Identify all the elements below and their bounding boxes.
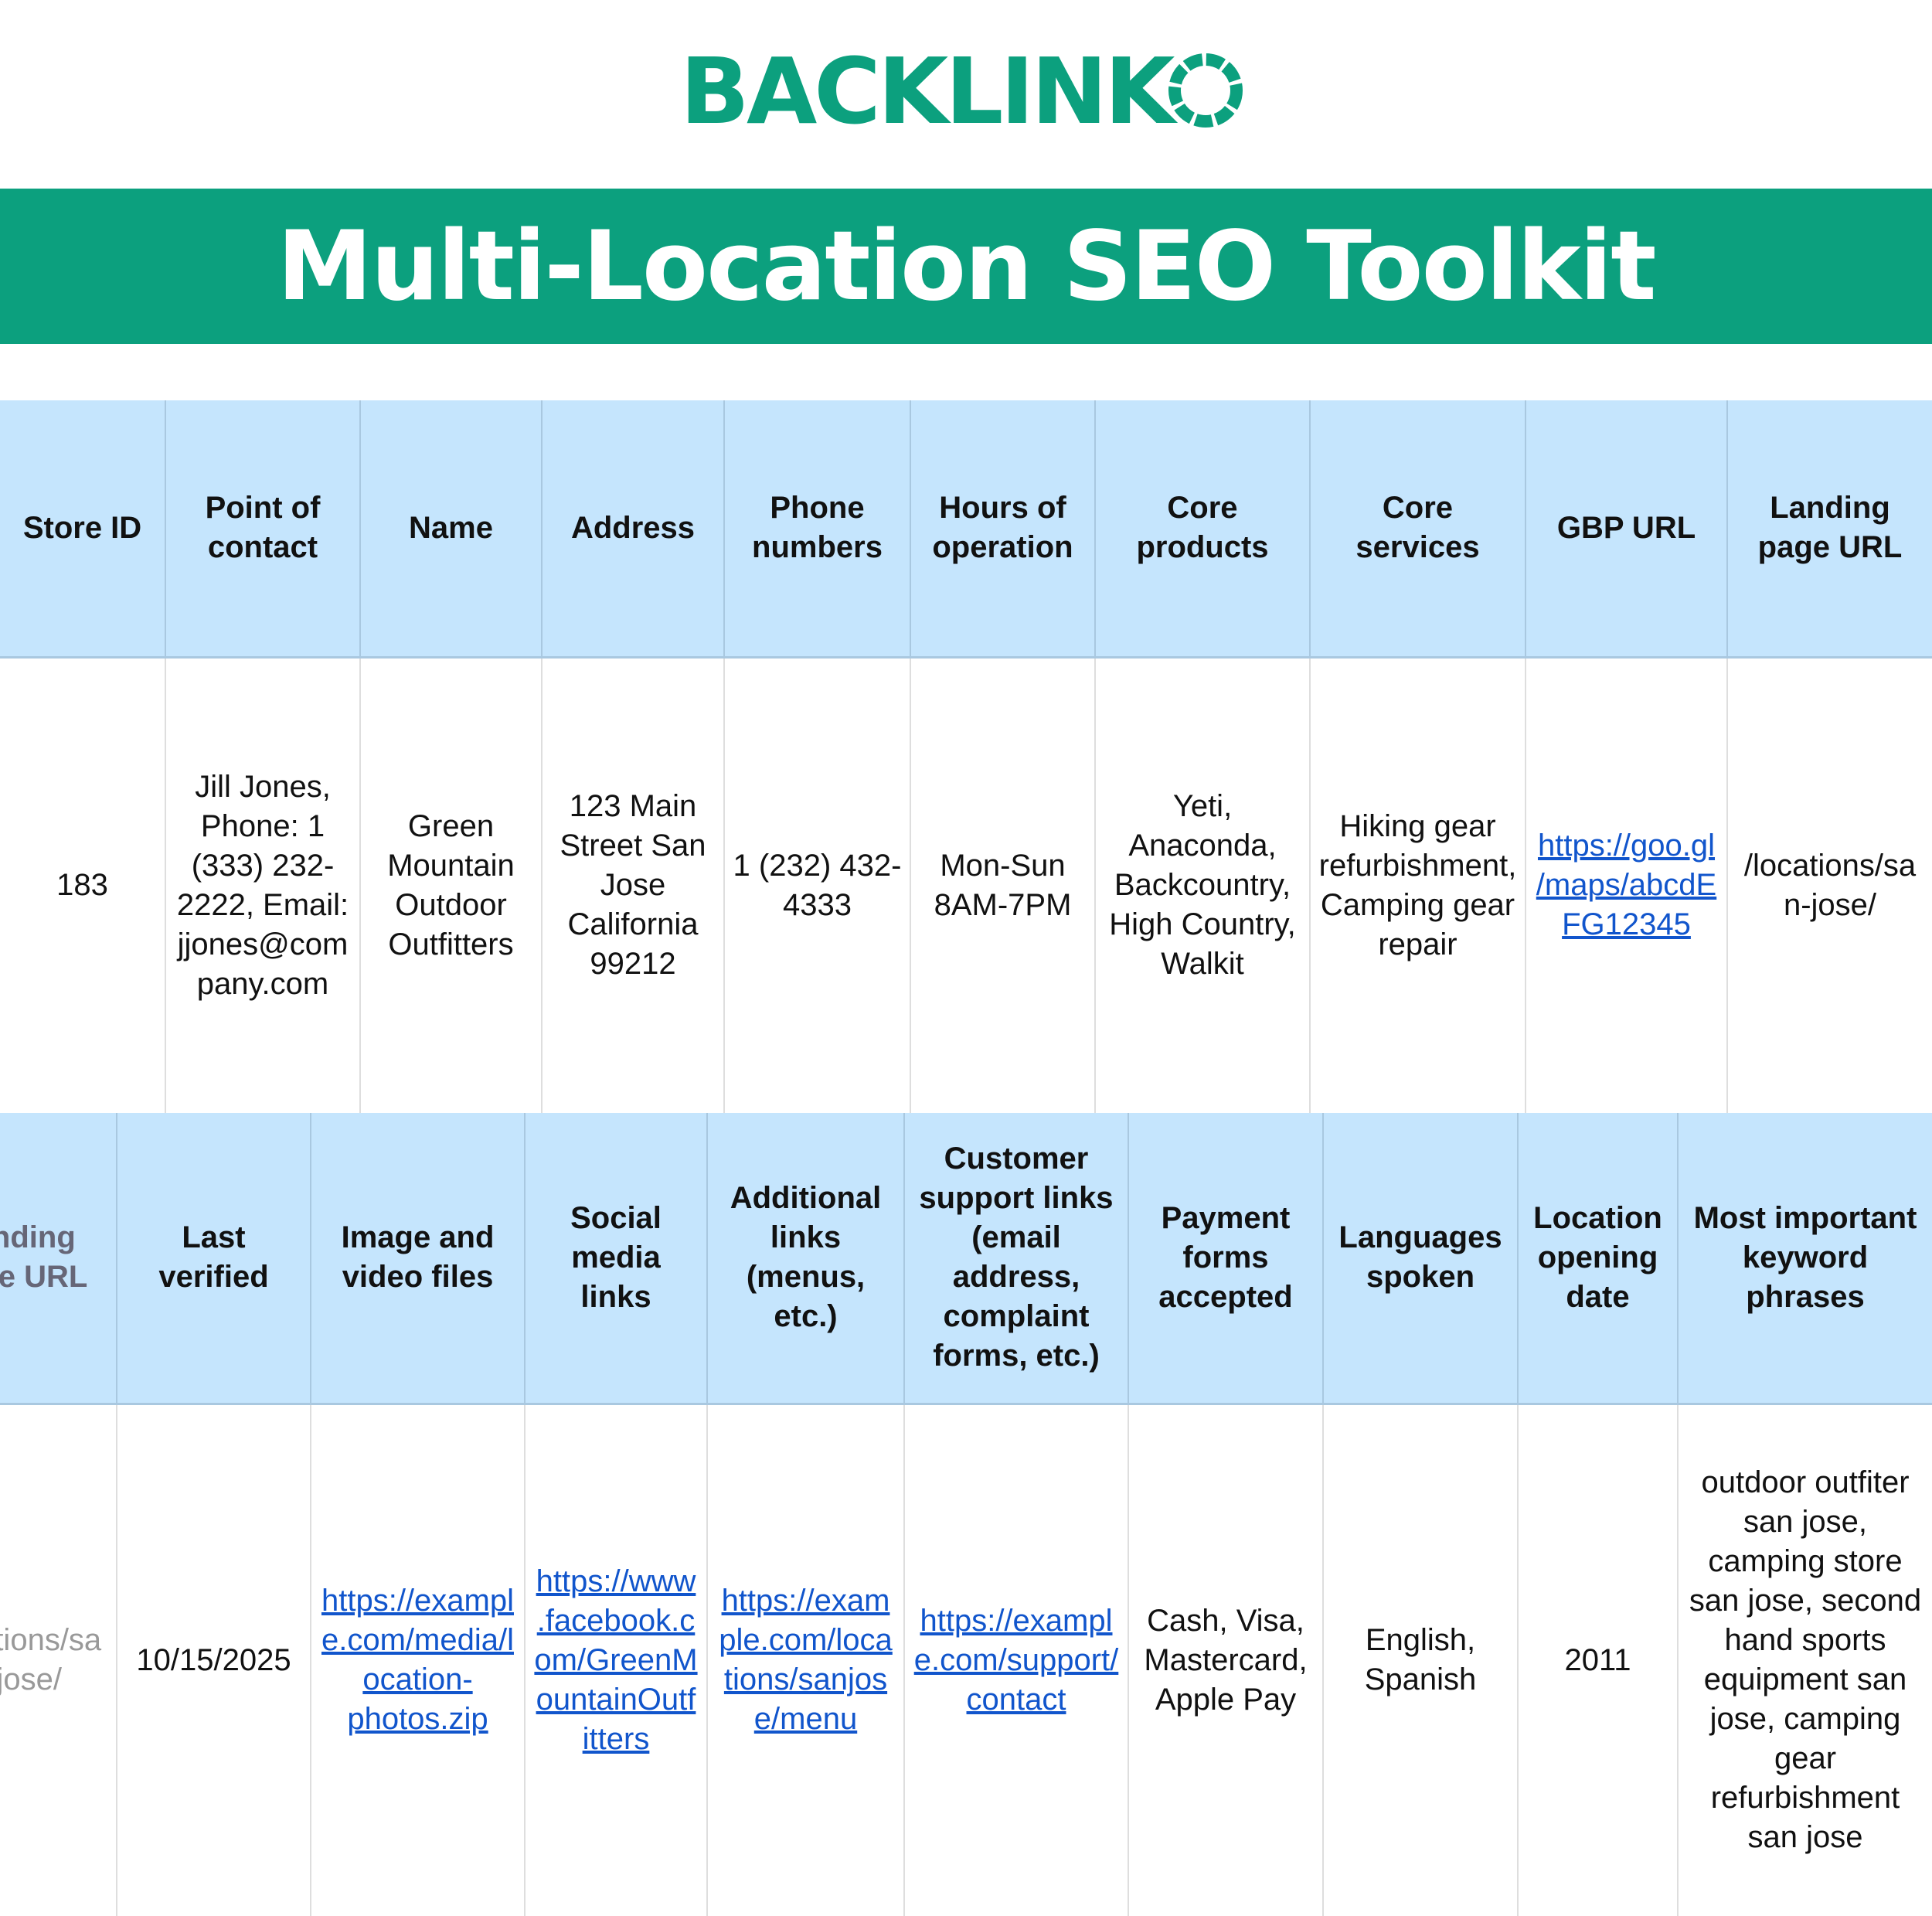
header-store-id: Store ID (0, 400, 165, 659)
logo-image: BACKLINK (680, 38, 1243, 145)
header-address: Address (541, 400, 724, 659)
page-title: Multi-Location SEO Toolkit (277, 210, 1656, 322)
backlinko-logo: BACKLINK (0, 38, 1932, 145)
cell-core-products: Yeti, Anaconda, Backcountry, High Countr… (1094, 657, 1310, 1113)
header-payment-forms: Payment forms accepted (1128, 1113, 1323, 1405)
header-name: Name (359, 400, 542, 659)
cell-languages: English, Spanish (1322, 1404, 1518, 1916)
cell-landing-page-url: /locations/san-jose/ (0, 1623, 102, 1697)
menu-link[interactable]: https://example.com/locations/sanjose/me… (719, 1584, 893, 1737)
header-phone-numbers: Phone numbers (723, 400, 910, 659)
header-gbp-url: GBP URL (1525, 400, 1727, 659)
cell-gbp-url: https://goo.gl/maps/abcdEFG12345 (1525, 657, 1727, 1113)
cell-customer-support-links: https://example.com/support/contact (903, 1404, 1128, 1916)
cell-payment-forms: Cash, Visa, Mastercard, Apple Pay (1128, 1404, 1323, 1916)
title-banner: Multi-Location SEO Toolkit (0, 189, 1932, 344)
location-table-part-1: Store ID Point of contact Name Address P… (0, 400, 1932, 1113)
table-row: 183 Jill Jones, Phone: 1 (333) 232-2222,… (0, 657, 1932, 1113)
cell-opening-date: 2011 (1517, 1404, 1678, 1916)
cell-keyword-phrases: outdoor outfiter san jose, camping store… (1677, 1404, 1932, 1916)
header-keyword-phrases: Most important keyword phrases (1677, 1113, 1932, 1405)
cell-last-verified: 10/15/2025 (116, 1404, 311, 1916)
header-landing-page-url: Landing page URL (1726, 400, 1932, 659)
cell-social-media-links: https://www.facebook.com/GreenMountainOu… (524, 1404, 707, 1916)
cell-name: Green Mountain Outdoor Outfitters (359, 657, 542, 1113)
header-last-verified: Last verified (116, 1113, 311, 1405)
gbp-url-link[interactable]: https://goo.gl/maps/abcdEFG12345 (1536, 829, 1717, 942)
svg-text:BACKLINK: BACKLINK (680, 48, 1179, 133)
cell-phone: 1 (232) 432-4333 (723, 657, 910, 1113)
cell-landing-page-url: /locations/san-jose/ (1726, 657, 1932, 1113)
support-contact-link[interactable]: https://example.com/support/contact (913, 1603, 1119, 1717)
media-files-link[interactable]: https://example.com/media/location-photo… (321, 1584, 514, 1737)
header-languages: Languages spoken (1322, 1113, 1518, 1405)
header-hours: Hours of operation (910, 400, 1095, 659)
cell-address: 123 Main Street San Jose California 9921… (541, 657, 724, 1113)
cell-point-of-contact: Jill Jones, Phone: 1 (333) 232-2222, Ema… (165, 657, 360, 1113)
header-social-media-links: Social media links (524, 1113, 707, 1405)
cell-store-id: 183 (56, 868, 108, 903)
cell-core-services: Hiking gear refurbishment, Camping gear … (1309, 657, 1526, 1113)
cell-hours: Mon-Sun 8AM-7PM (910, 657, 1095, 1113)
header-core-services: Core services (1309, 400, 1526, 659)
header-opening-date: Location opening date (1517, 1113, 1678, 1405)
cell-additional-links: https://example.com/locations/sanjose/me… (706, 1404, 904, 1916)
header-customer-support-links: Customer support links (email address, c… (903, 1113, 1128, 1405)
table-row: /locations/san-jose/ 10/15/2025 https://… (0, 1404, 1932, 1916)
header-core-products: Core products (1094, 400, 1310, 659)
header-additional-links: Additional links (menus, etc.) (706, 1113, 904, 1405)
header-point-of-contact: Point of contact (165, 400, 360, 659)
header-landing-page-url: Landing page URL (0, 1113, 117, 1405)
cell-image-video-files: https://example.com/media/location-photo… (310, 1404, 525, 1916)
header-image-video-files: Image and video files (310, 1113, 525, 1405)
facebook-link[interactable]: https://www.facebook.com/GreenMountainOu… (534, 1564, 698, 1756)
location-table-part-2: Landing page URL Last verified Image and… (0, 1113, 1932, 1916)
